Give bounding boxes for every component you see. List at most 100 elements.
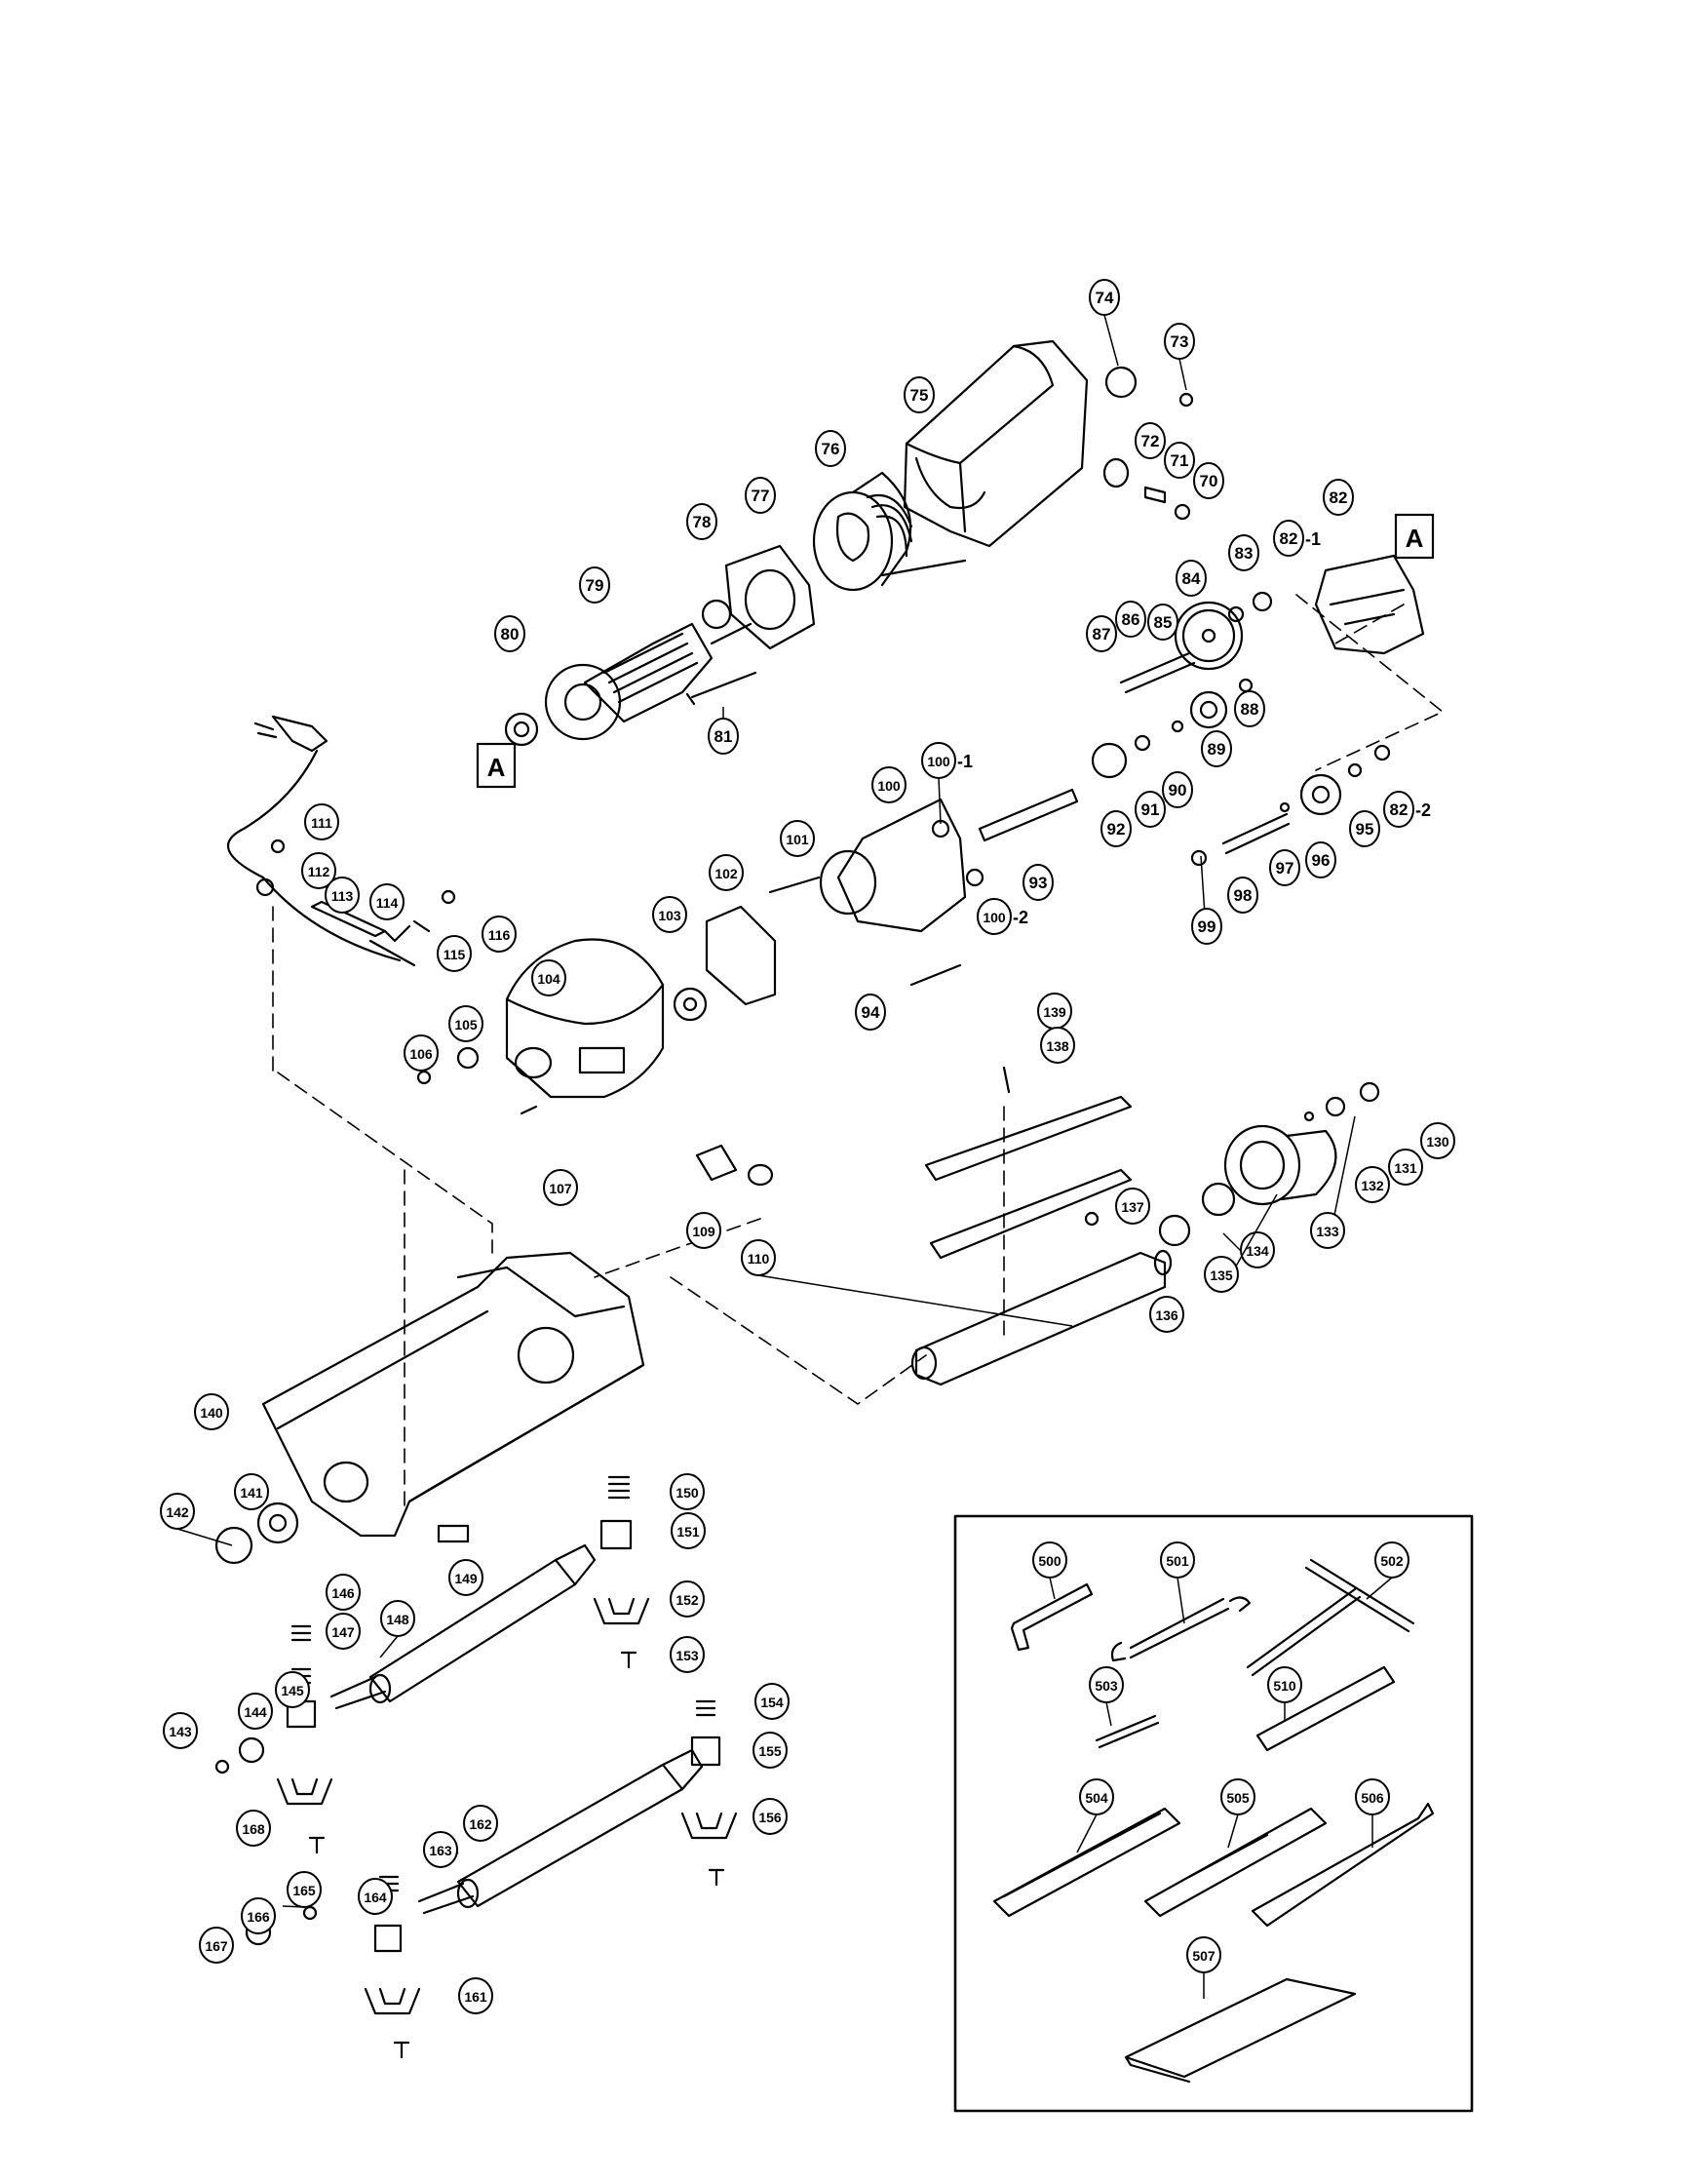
callout-number: 110 (748, 1251, 770, 1267)
callout-circle (579, 566, 610, 604)
washer (214, 1759, 230, 1774)
callout-number: 82 (1390, 800, 1409, 819)
callout-circle (670, 1473, 705, 1510)
callout-layer: 7473757271707677787980818282-18384858687… (160, 279, 1455, 2014)
callout-number: 76 (822, 440, 840, 458)
bearing-inner (268, 1513, 288, 1533)
callout-number: 82 (1330, 488, 1348, 507)
armature (544, 622, 753, 741)
collar (1252, 591, 1273, 612)
brush-holder (1102, 457, 1130, 488)
callout-number: 135 (1210, 1268, 1233, 1283)
callout-number: 506 (1361, 1790, 1384, 1806)
spring-washer (456, 1046, 480, 1070)
callout-circle (437, 935, 472, 972)
callout-circle (448, 1559, 483, 1596)
callout-number: 510 (1273, 1678, 1296, 1694)
callout-circle (1305, 841, 1336, 878)
washer (302, 1905, 318, 1921)
callout-circle (1240, 1231, 1275, 1268)
callout-circle (1383, 791, 1414, 828)
switch (368, 924, 416, 967)
screw-head (416, 1070, 432, 1085)
callout-number: 138 (1046, 1038, 1069, 1054)
view-label: A (487, 753, 506, 782)
callout-92: 92 (1100, 810, 1132, 847)
callout-circle (1355, 1778, 1390, 1815)
callout-circle (871, 766, 907, 803)
callout-circle (670, 1580, 705, 1618)
callout-83: 83 (1228, 534, 1259, 571)
callout-number: 154 (760, 1695, 784, 1710)
callout-number: 103 (658, 908, 681, 923)
spring (1174, 503, 1191, 521)
callout-112: 112 (301, 852, 336, 889)
callout-167: 167 (199, 1927, 234, 1964)
callout-94: 94 (855, 994, 886, 1031)
callout-144: 144 (238, 1693, 273, 1730)
callout-circle (1310, 1212, 1345, 1249)
callout-133: 133 (1310, 1115, 1356, 1249)
callout-circle (1228, 534, 1259, 571)
washer (1238, 678, 1254, 693)
screw (620, 1651, 637, 1669)
carbon-brush (1143, 486, 1167, 504)
callout-106: 106 (404, 1034, 439, 1072)
callout-circle (1086, 615, 1117, 652)
callout-circle (160, 1493, 195, 1530)
callout-number: 90 (1169, 781, 1187, 800)
callout-circle (458, 1977, 493, 2014)
callout-circle (199, 1927, 234, 1964)
screw-head (1178, 392, 1194, 408)
hex-key (1010, 1582, 1094, 1652)
callout-130: 130 (1420, 1122, 1455, 1159)
callout-number: 140 (200, 1405, 223, 1421)
callout-number: 504 (1085, 1790, 1108, 1806)
bearing (1091, 742, 1128, 779)
callout-84: 84 (1176, 560, 1207, 597)
callout-suffix: -2 (1415, 800, 1431, 820)
callout-circle (287, 1871, 322, 1908)
callout-503: 503 (1089, 1666, 1124, 1727)
callout-circle (304, 803, 339, 840)
callout-circle (754, 1683, 790, 1720)
callout-number: 165 (292, 1883, 316, 1898)
callout-141: 141 (234, 1473, 269, 1510)
feed-roller (417, 1748, 704, 1915)
callout-number: 88 (1241, 700, 1259, 719)
screw (412, 919, 431, 933)
callout-suffix: -1 (1305, 529, 1321, 549)
roller-block (599, 1519, 633, 1550)
callout-circle (1267, 1666, 1302, 1703)
callout-number: 104 (537, 971, 560, 987)
callout-number: 93 (1029, 874, 1048, 892)
callout-circle (463, 1805, 498, 1842)
callout-number: 105 (454, 1017, 478, 1033)
callout-132: 132 (1355, 1166, 1390, 1203)
callout-109: 109 (686, 1212, 721, 1249)
callout-97: 97 (1269, 849, 1300, 886)
callout-82: 82 (1323, 479, 1354, 516)
callout-88: 88 (1234, 690, 1265, 727)
callout-70: 70 (1193, 462, 1224, 499)
roller-block (373, 1924, 403, 1953)
callout-circle (1089, 279, 1120, 316)
callout-506: 506 (1355, 1778, 1390, 1848)
callout-number: 144 (244, 1704, 267, 1720)
callout-116: 116 (482, 916, 517, 953)
screw (909, 963, 962, 987)
callout-74: 74 (1089, 279, 1120, 367)
screw (270, 838, 286, 854)
set-plate (992, 1807, 1181, 1918)
callout-suffix: -1 (957, 752, 973, 771)
callout-number: 137 (1121, 1199, 1144, 1215)
callout-71: 71 (1164, 442, 1195, 479)
callout-circle (1374, 1541, 1409, 1579)
callout-505: 505 (1220, 1778, 1255, 1849)
callout-number: 101 (786, 832, 809, 847)
blade-screw (1002, 1066, 1011, 1094)
callout-104: 104 (531, 959, 566, 996)
callout-143: 143 (163, 1712, 198, 1749)
callout-circle (325, 877, 360, 914)
callout-number: 86 (1122, 610, 1140, 629)
